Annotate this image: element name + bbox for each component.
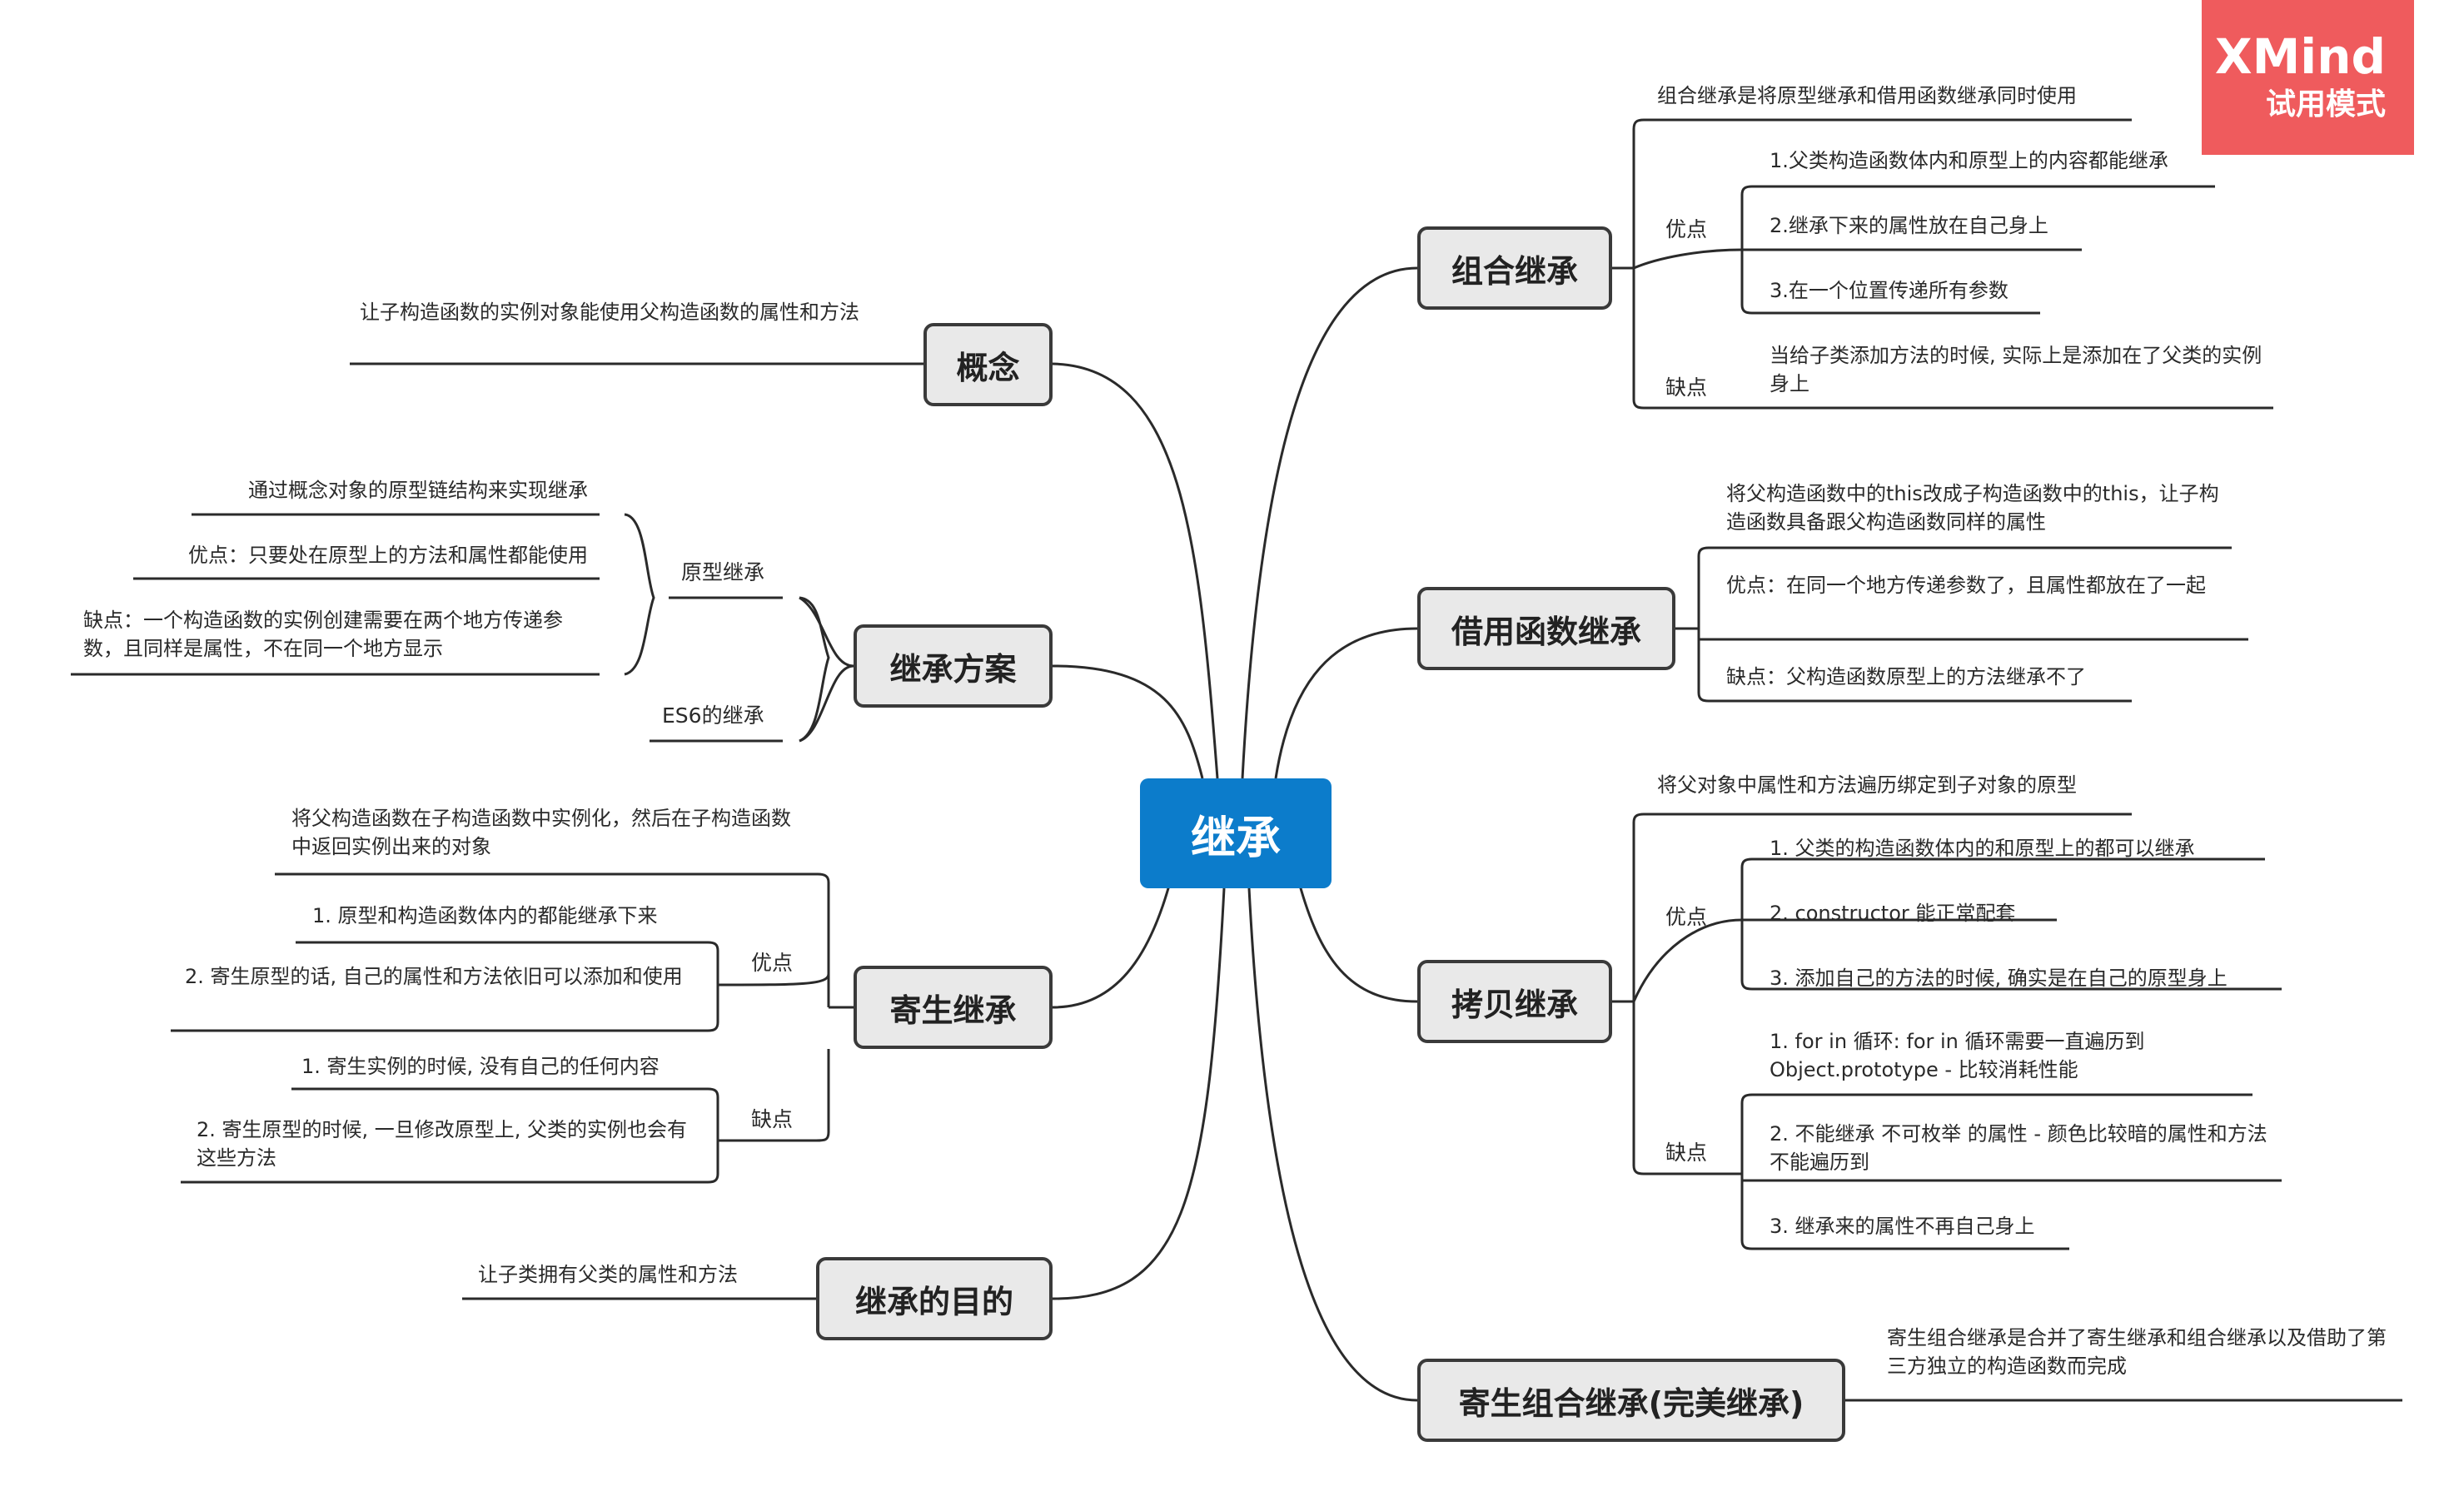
scheme-to-proto — [799, 596, 854, 668]
copy-cons-2[interactable]: 2. 不能继承 不可枚举 的属性 - 颜色比较暗的属性和方法不能遍历到 — [1770, 1122, 2267, 1174]
copy-pros-2[interactable]: 2. constructor 能正常配套 — [1770, 902, 2016, 925]
copy-pros-item3 — [1740, 920, 2282, 991]
copy-pros-label[interactable]: 优点 — [1665, 905, 1708, 929]
combo-desc[interactable]: 组合继承是将原型继承和借用函数继承同时使用 — [1657, 84, 2077, 107]
parasitic-cons-branch — [718, 1049, 830, 1142]
topic-scheme[interactable]: 继承方案 — [854, 624, 1053, 708]
combo-cons-label[interactable]: 缺点 — [1665, 375, 1708, 400]
parasitic-pros-item1 — [296, 941, 719, 985]
link-scheme — [1052, 664, 1204, 779]
copy-cons — [1632, 1001, 1742, 1175]
combo-pros-item1 — [1740, 185, 2215, 250]
topic-combo[interactable]: 组合继承 — [1417, 226, 1612, 310]
parasitic-cons-item1 — [291, 1087, 719, 1141]
topic-perfect[interactable]: 寄生组合继承(完美继承) — [1417, 1359, 1845, 1442]
perfect-text[interactable]: 寄生组合继承是合并了寄生继承和组合继承以及借助了第三方独立的构造函数而完成 — [1887, 1326, 2387, 1378]
combo-pros — [1633, 248, 1743, 270]
link-purpose — [1052, 887, 1226, 1300]
link-copy — [1297, 882, 1418, 1003]
link-combo — [1241, 266, 1418, 779]
combo-pros-label[interactable]: 优点 — [1665, 217, 1708, 241]
combo-pros-1[interactable]: 1.父类构造函数体内和原型上的内容都能继承 — [1770, 149, 2168, 172]
topic-parasitic[interactable]: 寄生继承 — [854, 966, 1053, 1049]
borrow-item3 — [1697, 629, 2132, 703]
scheme-to-es6 — [799, 664, 854, 743]
copy-pros-1[interactable]: 1. 父类的构造函数体内的和原型上的都可以继承 — [1770, 837, 2195, 860]
combo-pros-2[interactable]: 2.继承下来的属性放在自己身上 — [1770, 214, 2048, 237]
borrow-item1 — [1697, 546, 2232, 629]
scheme-brace — [799, 596, 830, 743]
purpose-text[interactable]: 让子类拥有父类的属性和方法 — [478, 1263, 738, 1286]
copy-desc[interactable]: 将父对象中属性和方法遍历绑定到子对象的原型 — [1657, 773, 2077, 797]
concept-text[interactable]: 让子构造函数的实例对象能使用父构造函数的属性和方法 — [360, 301, 859, 324]
proto-label[interactable]: 原型继承 — [681, 560, 765, 584]
parasitic-cons-1[interactable]: 1. 寄生实例的时候, 没有自己的任何内容 — [301, 1055, 660, 1078]
link-concept — [1052, 362, 1219, 779]
parasitic-desc[interactable]: 将父构造函数在子构造函数中实例化，然后在子构造函数中返回实例出来的对象 — [291, 807, 791, 858]
es6-label[interactable]: ES6的继承 — [662, 703, 764, 728]
xmind-trial-badge: XMind 试用模式 — [2202, 0, 2414, 155]
parasitic-cons-label[interactable]: 缺点 — [751, 1107, 794, 1131]
parasitic-pros-label[interactable]: 优点 — [751, 951, 794, 975]
parasitic-cons-2[interactable]: 2. 寄生原型的时候, 一旦修改原型上, 父类的实例也会有这些方法 — [197, 1118, 688, 1170]
combo-cons — [1632, 268, 2273, 410]
borrow-item-1[interactable]: 将父构造函数中的this改成子构造函数中的this，让子构造函数具备跟父构造函数… — [1726, 482, 2219, 534]
parasitic-pros-2[interactable]: 2. 寄生原型的话, 自己的属性和方法依旧可以添加和使用 — [185, 965, 683, 988]
proto-item-1[interactable]: 通过概念对象的原型链结构来实现继承 — [248, 479, 588, 502]
topic-concept[interactable]: 概念 — [923, 323, 1053, 406]
xmind-logo: XMind — [2214, 28, 2386, 85]
trial-mode-label: 试用模式 — [2265, 87, 2386, 122]
topic-borrow[interactable]: 借用函数继承 — [1417, 587, 1675, 670]
proto-item-3[interactable]: 缺点：一个构造函数的实例创建需要在两个地方传递参数，且同样是属性，不在同一个地方… — [83, 609, 563, 660]
parasitic-pros-1[interactable]: 1. 原型和构造函数体内的都能继承下来 — [312, 904, 658, 927]
copy-pros-item1 — [1740, 857, 2265, 920]
topic-purpose[interactable]: 继承的目的 — [816, 1257, 1053, 1340]
copy-cons-label[interactable]: 缺点 — [1665, 1141, 1708, 1165]
parasitic-desc — [275, 872, 830, 1007]
borrow-item-2[interactable]: 优点：在同一个地方传递参数了，且属性都放在了一起 — [1726, 574, 2206, 597]
copy-pros — [1632, 918, 1743, 1002]
link-parasitic — [1052, 882, 1172, 1009]
copy-cons-item3 — [1740, 1174, 2069, 1250]
topic-copy[interactable]: 拷贝继承 — [1417, 960, 1612, 1043]
parasitic-pros-item2 — [171, 985, 719, 1032]
parasitic-pros-branch — [717, 973, 830, 987]
proto-item-2[interactable]: 优点：只要处在原型上的方法和属性都能使用 — [188, 544, 588, 567]
link-perfect — [1247, 887, 1418, 1402]
copy-desc — [1632, 813, 2132, 1001]
proto-brace — [624, 513, 655, 676]
combo-desc — [1632, 118, 2132, 268]
central-topic[interactable]: 继承 — [1140, 778, 1332, 888]
borrow-item-3[interactable]: 缺点：父构造函数原型上的方法继承不了 — [1726, 665, 2086, 688]
copy-pros-3[interactable]: 3. 添加自己的方法的时候, 确实是在自己的原型身上 — [1770, 967, 2228, 990]
combo-pros-3[interactable]: 3.在一个位置传递所有参数 — [1770, 279, 2009, 302]
copy-cons-3[interactable]: 3. 继承来的属性不再自己身上 — [1770, 1215, 2035, 1238]
link-borrow — [1274, 627, 1418, 779]
combo-cons[interactable]: 当给子类添加方法的时候, 实际上是添加在了父类的实例身上 — [1770, 344, 2262, 395]
combo-pros-item3 — [1740, 250, 2040, 315]
parasitic-cons-item2 — [181, 1141, 719, 1184]
copy-cons-1[interactable]: 1. for in 循环: for in 循环需要一直遍历到 Object.pr… — [1770, 1030, 2145, 1081]
copy-cons-item1 — [1740, 1093, 2252, 1174]
